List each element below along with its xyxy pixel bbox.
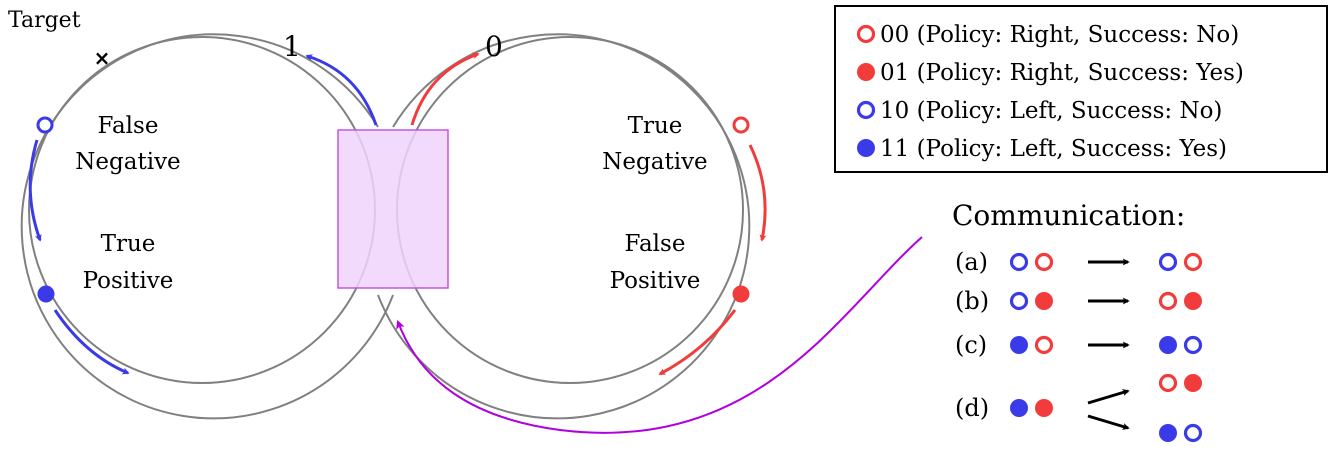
comm-token-before <box>1009 252 1029 272</box>
comm-token-after <box>1159 336 1177 354</box>
label-false-positive-line2: Positive <box>610 268 701 294</box>
comm-token-before <box>1010 399 1028 417</box>
communication-row-label: (d) <box>955 394 989 422</box>
flow-arrow-blue-down <box>28 139 42 242</box>
label-true-positive-line1: True <box>101 231 156 257</box>
communication-row-label: (a) <box>955 248 988 276</box>
comm-token-after <box>1184 292 1202 310</box>
comm-token-before <box>1034 252 1054 272</box>
communication-title: Communication: <box>952 199 1185 232</box>
flow-arrow-blue-bottom <box>53 309 130 375</box>
track-outer-right <box>377 33 751 420</box>
label-true-positive-line2: Positive <box>83 268 174 294</box>
legend-box <box>834 5 1328 173</box>
label-false-negative-line2: Negative <box>75 149 180 175</box>
communication-connector <box>396 236 923 434</box>
legend-item-00: 00 (Policy: Right, Success: No) <box>880 22 1239 48</box>
comm-token-before <box>1035 399 1053 417</box>
comm-token-after <box>1158 291 1178 311</box>
comm-token-after <box>1183 423 1203 443</box>
comm-token-after <box>1183 335 1203 355</box>
comm-token-after <box>1184 374 1202 392</box>
lane-arrow-left-blue <box>305 54 378 126</box>
flow-arrow-red-bottom <box>658 309 737 376</box>
comm-token-before <box>1009 291 1029 311</box>
label-false-positive-line1: False <box>625 231 686 257</box>
legend-item-11: 11 (Policy: Left, Success: Yes) <box>880 136 1227 162</box>
flow-arrow-red-down <box>748 144 767 242</box>
legend-items: 00 (Policy: Right, Success: No) 01 (Polic… <box>856 22 1244 162</box>
legend: 00 (Policy: Right, Success: No) 01 (Polic… <box>834 5 1328 173</box>
legend-marker-11 <box>857 139 875 157</box>
agent-left-filled-blue <box>37 285 55 303</box>
legend-item-01: 01 (Policy: Right, Success: Yes) <box>880 60 1244 86</box>
legend-marker-10 <box>856 100 876 120</box>
legend-item-10: 10 (Policy: Left, Success: No) <box>880 98 1222 124</box>
label-true-negative-line1: True <box>628 113 683 139</box>
comm-arrow-icon <box>1087 414 1130 430</box>
comm-token-after <box>1158 252 1178 272</box>
agent-right-filled-red <box>732 285 750 303</box>
comm-token-before <box>1035 292 1053 310</box>
comm-token-after <box>1183 252 1203 272</box>
comm-arrow-icon <box>1087 389 1130 405</box>
label-true-negative-line2: Negative <box>602 149 707 175</box>
lane-arrow-right-red <box>410 52 480 126</box>
track-outer-left <box>20 33 394 420</box>
comm-token-before <box>1034 335 1054 355</box>
lane-label-1: 1 <box>283 30 301 63</box>
agent-right-outline-red <box>732 116 750 134</box>
target-marker-icon: × <box>94 46 111 70</box>
label-false-negative-line1: False <box>98 113 159 139</box>
legend-marker-01 <box>857 63 875 81</box>
communication-rows: (a) (b) (c) (d) <box>955 248 1203 443</box>
target-label: Target <box>8 8 81 33</box>
communication-row-label: (b) <box>955 287 989 315</box>
comm-token-before <box>1010 336 1028 354</box>
comm-token-after <box>1159 424 1177 442</box>
communication-row-label: (c) <box>955 331 987 359</box>
agent-left-outline-blue <box>36 116 54 134</box>
lane-label-0: 0 <box>485 30 503 63</box>
shared-zone <box>337 129 449 289</box>
legend-marker-00 <box>856 24 876 44</box>
comm-token-after <box>1158 373 1178 393</box>
